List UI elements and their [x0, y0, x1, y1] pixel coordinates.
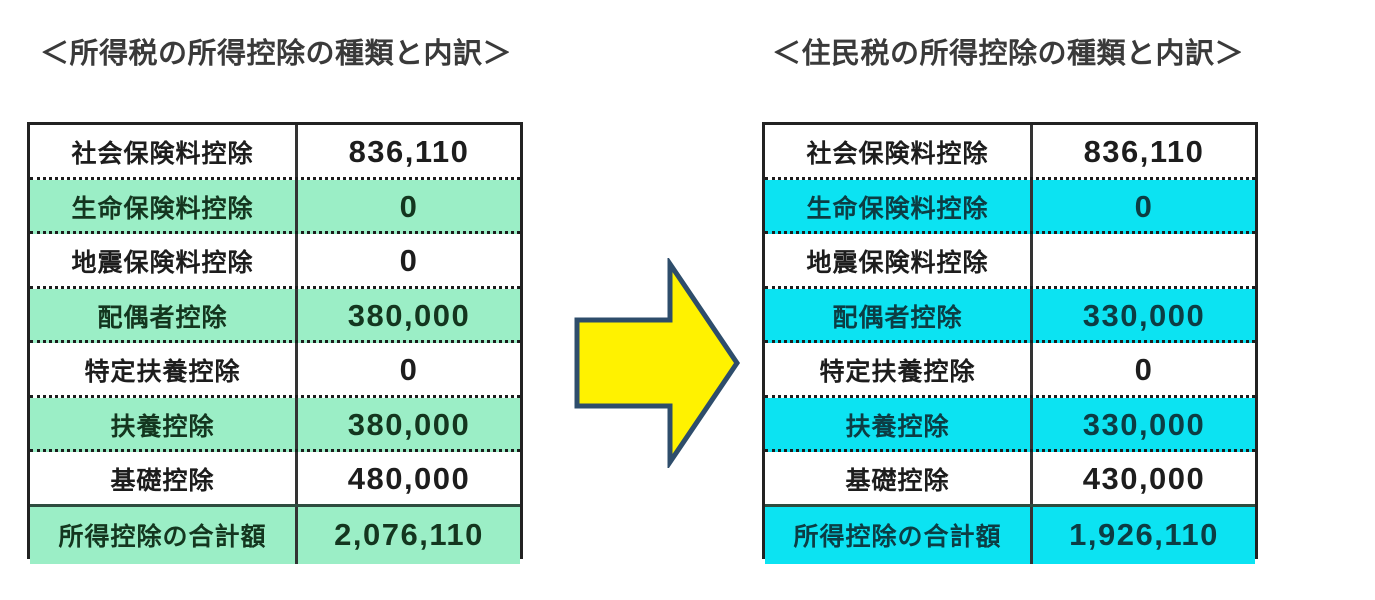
deduction-amount: 836,110	[1033, 125, 1255, 180]
deduction-label: 社会保険料控除	[30, 125, 298, 180]
deduction-amount: 0	[298, 179, 520, 234]
deduction-amount: 0	[298, 234, 520, 289]
deduction-label: 扶養控除	[30, 397, 298, 452]
deduction-amount: 0	[1033, 179, 1255, 234]
deduction-amount: 0	[1033, 343, 1255, 398]
deduction-label: 配偶者控除	[30, 288, 298, 343]
deduction-amount	[1033, 234, 1255, 289]
deduction-amount: 480,000	[298, 452, 520, 507]
deduction-amount: 1,926,110	[1033, 506, 1255, 564]
deduction-label: 基礎控除	[30, 452, 298, 507]
deduction-amount: 380,000	[298, 288, 520, 343]
table-row: 地震保険料控除	[765, 234, 1255, 289]
deduction-label: 地震保険料控除	[30, 234, 298, 289]
deduction-amount: 430,000	[1033, 452, 1255, 507]
deduction-label: 特定扶養控除	[30, 343, 298, 398]
deduction-amount: 836,110	[298, 125, 520, 180]
deduction-label: 生命保険料控除	[30, 179, 298, 234]
deduction-amount: 380,000	[298, 397, 520, 452]
deduction-amount: 330,000	[1033, 288, 1255, 343]
right-arrow-icon	[572, 258, 742, 468]
deduction-amount: 330,000	[1033, 397, 1255, 452]
deduction-label: 地震保険料控除	[765, 234, 1033, 289]
deduction-label: 配偶者控除	[765, 288, 1033, 343]
deduction-label: 基礎控除	[765, 452, 1033, 507]
left-table-title: ＜所得税の所得控除の種類と内訳＞	[40, 38, 513, 70]
deduction-label: 生命保険料控除	[765, 179, 1033, 234]
deduction-label: 所得控除の合計額	[765, 506, 1033, 564]
deduction-label: 扶養控除	[765, 397, 1033, 452]
deduction-label: 社会保険料控除	[765, 125, 1033, 180]
right-table-title: ＜住民税の所得控除の種類と内訳＞	[772, 38, 1245, 70]
deduction-label: 特定扶養控除	[765, 343, 1033, 398]
deduction-amount: 0	[298, 343, 520, 398]
deduction-label: 所得控除の合計額	[30, 506, 298, 564]
deduction-amount: 2,076,110	[298, 506, 520, 564]
